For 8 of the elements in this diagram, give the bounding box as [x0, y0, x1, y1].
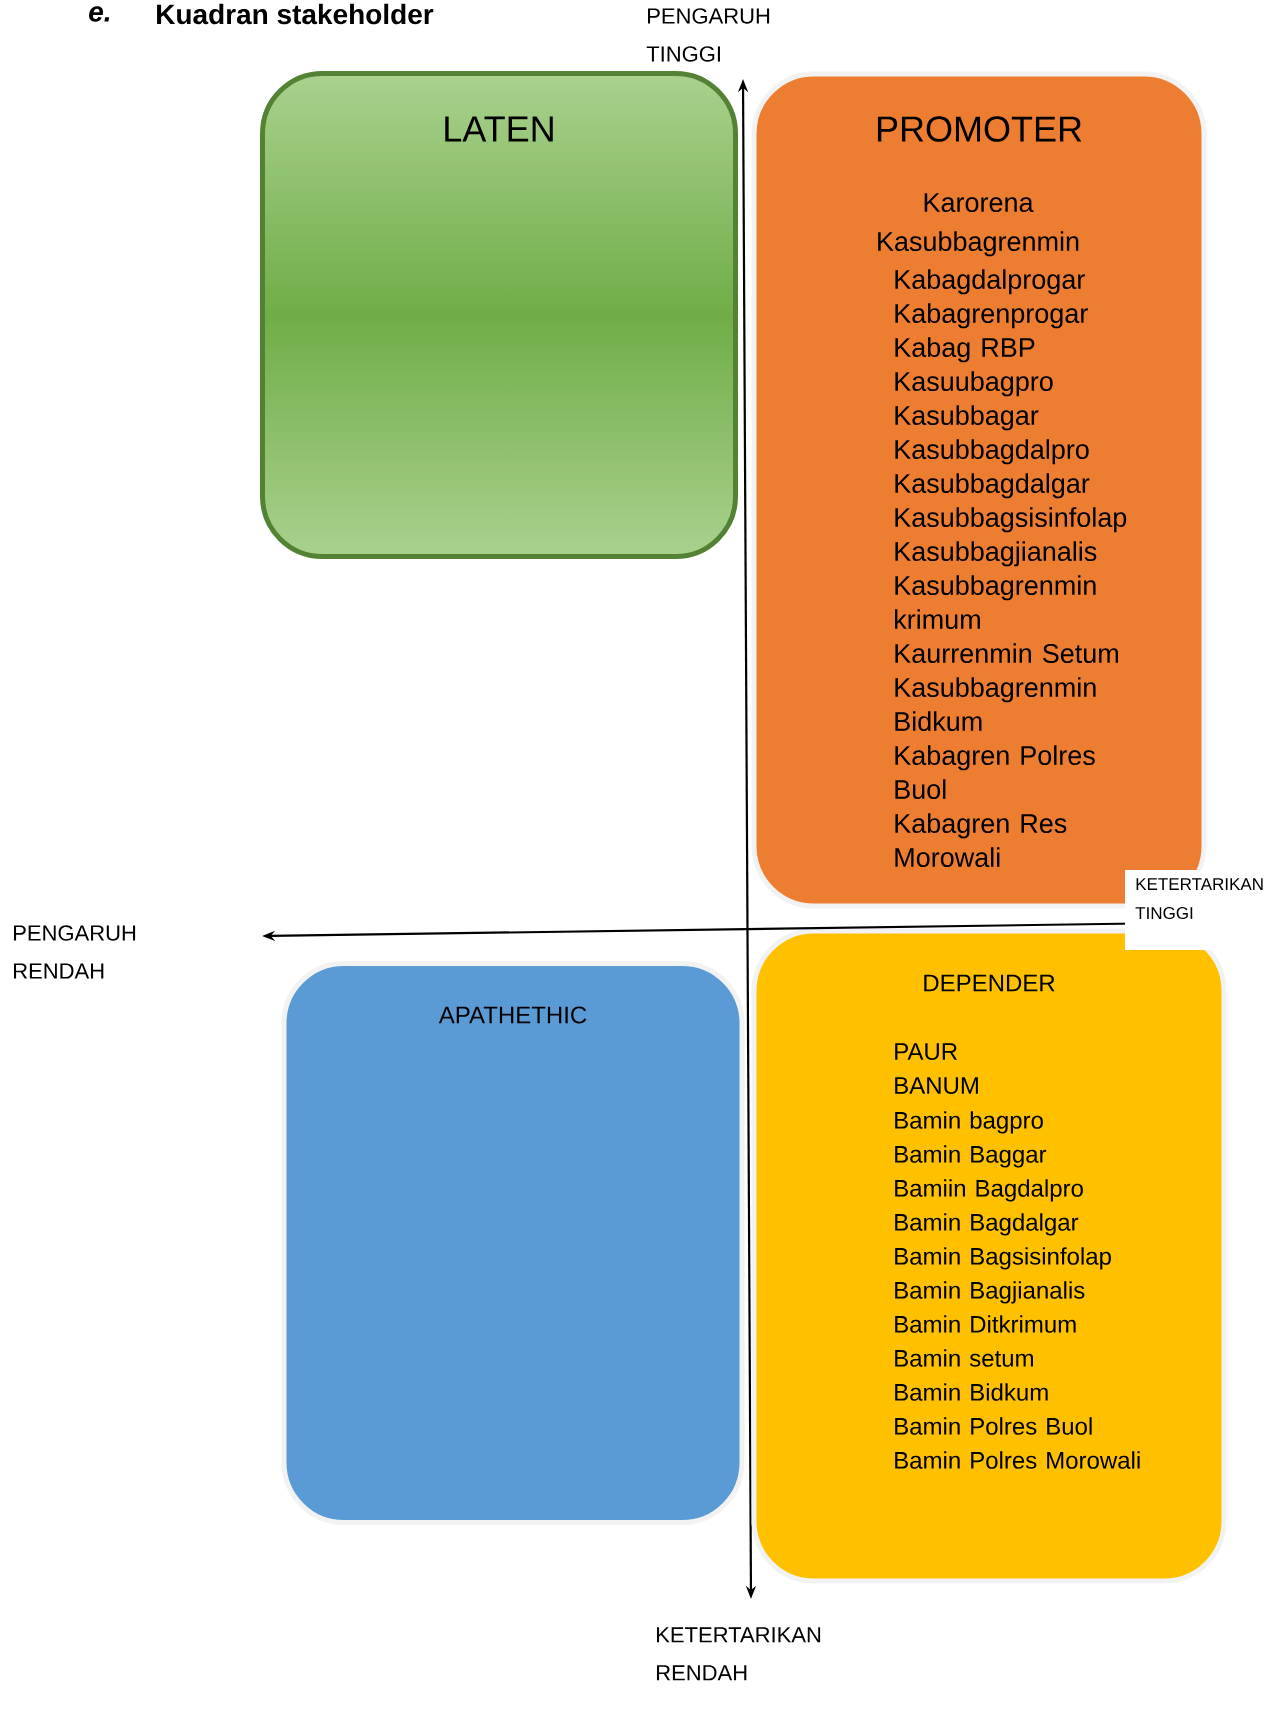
quadrant-box: DEPENDER PAUR BANUM Bamin bagpro Bamin Baggar Bamiin Bagdalpro Bamin Bagdalgar Bamin Bagsisinfolap Bamin Bagjianalis Bamin Ditkrimum Bamin setum Bamin Bidkum Bamin Polres Buol Bamin Polres Morowali [751, 928, 1227, 1584]
axis-label: KETERTARIKAN RENDAH [657, 1627, 821, 1681]
axis-label: PENGARUH RENDAH [14, 925, 136, 979]
axis-label: PENGARUH TINGGI [646, 8, 770, 62]
section-letter: e. [89, 6, 110, 22]
quadrant-box: APATHETHIC [281, 961, 745, 1525]
heading: Kuadran stakeholder [157, 3, 434, 25]
quadrant-box: LATEN [260, 71, 738, 559]
